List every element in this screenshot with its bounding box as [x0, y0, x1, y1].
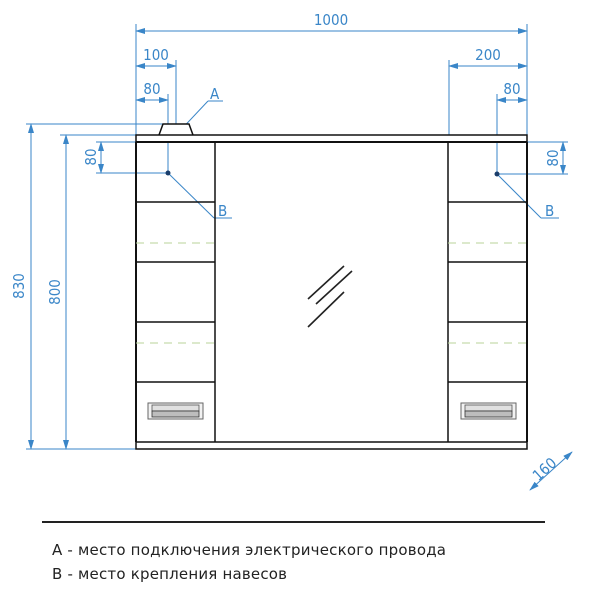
mount-point-b-right	[494, 171, 500, 177]
dimension-lines	[26, 24, 573, 491]
dim-depth: 160	[529, 454, 560, 485]
dim-left-offset-inner: 80	[143, 80, 160, 98]
marker-a-label: A	[210, 85, 220, 103]
legend-item-b: B - место крепления навесов	[52, 565, 288, 583]
wire-connector-icon	[158, 123, 194, 136]
legend-item-a: A - место подключения электрического про…	[52, 541, 447, 559]
legend-divider	[42, 521, 545, 523]
legend: A - место подключения электрического про…	[52, 538, 446, 586]
dim-right-offset-inner: 80	[503, 80, 520, 98]
glass-shelves	[136, 242, 527, 344]
dim-right-mount-vertical: 80	[544, 149, 562, 166]
handle-right-icon	[460, 402, 517, 420]
cabinet	[135, 123, 528, 450]
mount-point-b-left	[165, 170, 171, 176]
dim-right-offset-outer: 200	[475, 46, 501, 64]
dim-overall-width: 1000	[314, 11, 348, 29]
marker-b-left-label: B	[218, 202, 227, 220]
dim-left-mount-vertical: 80	[82, 148, 100, 165]
dim-body-height: 800	[46, 279, 64, 305]
marker-b-right-label: B	[545, 202, 554, 220]
handle-left-icon	[147, 402, 204, 420]
dim-overall-height: 830	[10, 273, 28, 299]
mirror-reflection-icon	[307, 265, 353, 328]
dim-left-offset-outer: 100	[143, 46, 169, 64]
